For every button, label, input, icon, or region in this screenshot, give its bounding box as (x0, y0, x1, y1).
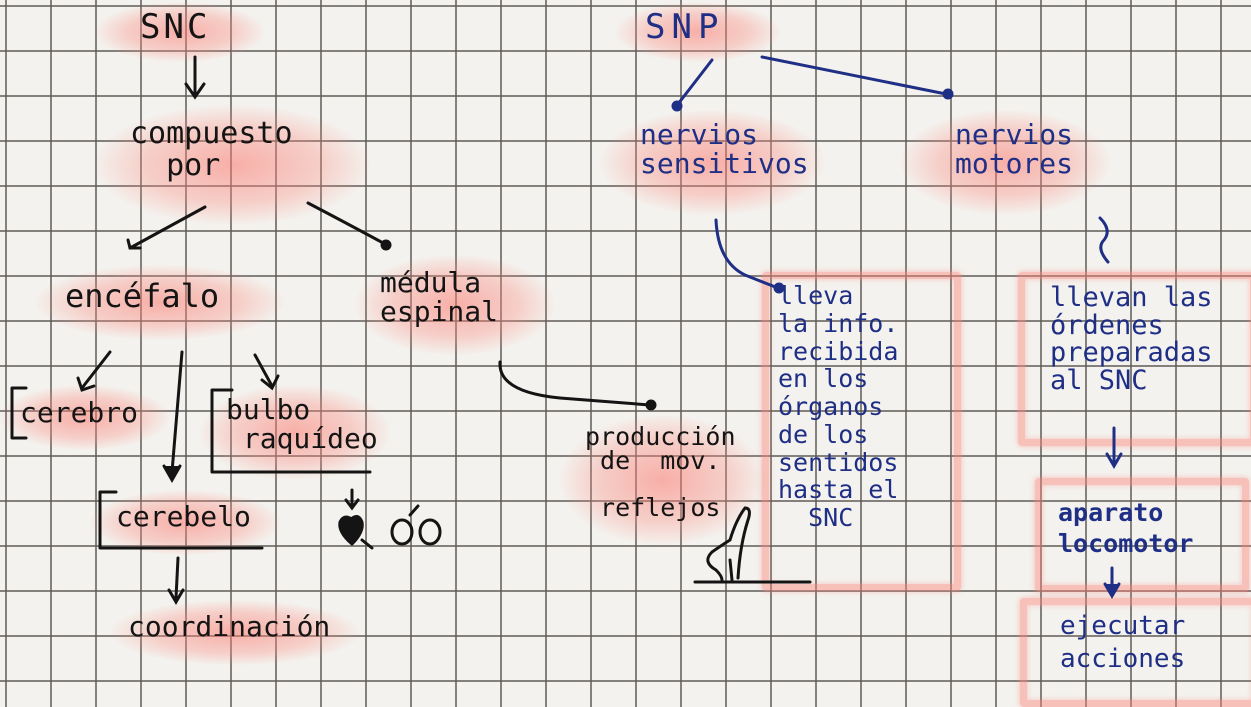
bracket-bulbo (210, 388, 372, 474)
arrowhead-heart (344, 498, 360, 511)
highlight-box-lleva (762, 272, 961, 591)
arrow-cerebelo-coordinacion (174, 556, 180, 600)
arrowhead-snc (184, 82, 206, 100)
arrow-snp-sensitivos (676, 58, 714, 106)
highlight-coordinacion (110, 600, 360, 665)
highlight-produccion (560, 415, 765, 545)
highlight-bulbo (200, 385, 390, 480)
dot-produccion (645, 399, 657, 411)
highlight-cerebro (0, 385, 170, 450)
highlight-snc (95, 2, 265, 62)
arrow-encefalo-cerebro (80, 350, 112, 390)
arrowhead-ejecutar (1103, 582, 1121, 599)
arrowhead-bulbo (260, 374, 280, 391)
lung-right-doodle (418, 518, 442, 546)
node-cerebelo: cerebelo (116, 500, 251, 533)
arrow-encefalo-bulbo (253, 353, 274, 388)
node-lleva-info: lleva la info. recibida en los órganos d… (778, 281, 899, 532)
arrow-compuesto-encefalo (128, 205, 207, 250)
dot-sensitivos (671, 100, 683, 112)
arrow-sensitivos-lleva (714, 218, 780, 290)
arrow-compuesto-medula (306, 201, 387, 246)
highlight-motores (900, 110, 1110, 215)
arrow-motores-llevan (1098, 216, 1110, 264)
highlight-compuesto (95, 105, 370, 225)
node-medula-espinal: médula espinal (380, 266, 499, 329)
hammer-doodle (706, 506, 751, 582)
dot-lleva (773, 282, 785, 294)
node-bulbo-raquideo: bulbo raquídeo (226, 393, 378, 456)
highlight-box-aparato (1035, 478, 1249, 592)
node-llevan-ordenes: llevan las órdenes preparadas al SNC (1050, 282, 1213, 396)
node-cerebro: cerebro (20, 396, 139, 429)
arrow-encefalo-cerebelo (170, 350, 184, 474)
arrowhead-aparato (1105, 452, 1123, 469)
dot-motores (942, 88, 954, 100)
highlight-encefalo (35, 265, 285, 340)
node-produccion-mov-reflejos: producción de mov. reflejos (585, 422, 736, 523)
highlight-snp (615, 2, 780, 62)
connector-lines (10, 55, 1123, 605)
arrowhead-cerebro (76, 376, 96, 392)
highlight-medula (355, 255, 555, 355)
arrow-medula-produccion (498, 360, 652, 407)
highlight-sensitivos (600, 110, 825, 215)
node-nervios-motores: nervios motores (955, 118, 1074, 181)
node-snp: SNP (645, 7, 725, 47)
arrowhead-coordinacion (167, 588, 185, 605)
dot-medula (380, 239, 392, 251)
arrow-snp-motores (760, 55, 948, 96)
lung-left-doodle (390, 518, 414, 546)
node-snc: SNC (140, 7, 211, 47)
highlight-cerebelo (90, 490, 280, 555)
bracket-cerebelo (98, 490, 264, 550)
node-encefalo: encéfalo (65, 277, 220, 315)
node-coordinacion: coordinación (128, 610, 331, 643)
arrowhead-encefalo (126, 238, 142, 250)
node-aparato-locomotor: aparato locomotor (1058, 498, 1194, 559)
node-compuesto-por: compuesto por (130, 116, 293, 183)
lung-trachea (408, 504, 420, 517)
heart-doodle (338, 515, 364, 547)
node-nervios-sensitivos: nervios sensitivos (640, 118, 809, 181)
heart-comma (360, 538, 374, 550)
arrowhead-cerebelo (162, 464, 182, 484)
bracket-cerebro (10, 386, 28, 440)
node-ejecutar-acciones: ejecutar acciones (1060, 611, 1186, 674)
